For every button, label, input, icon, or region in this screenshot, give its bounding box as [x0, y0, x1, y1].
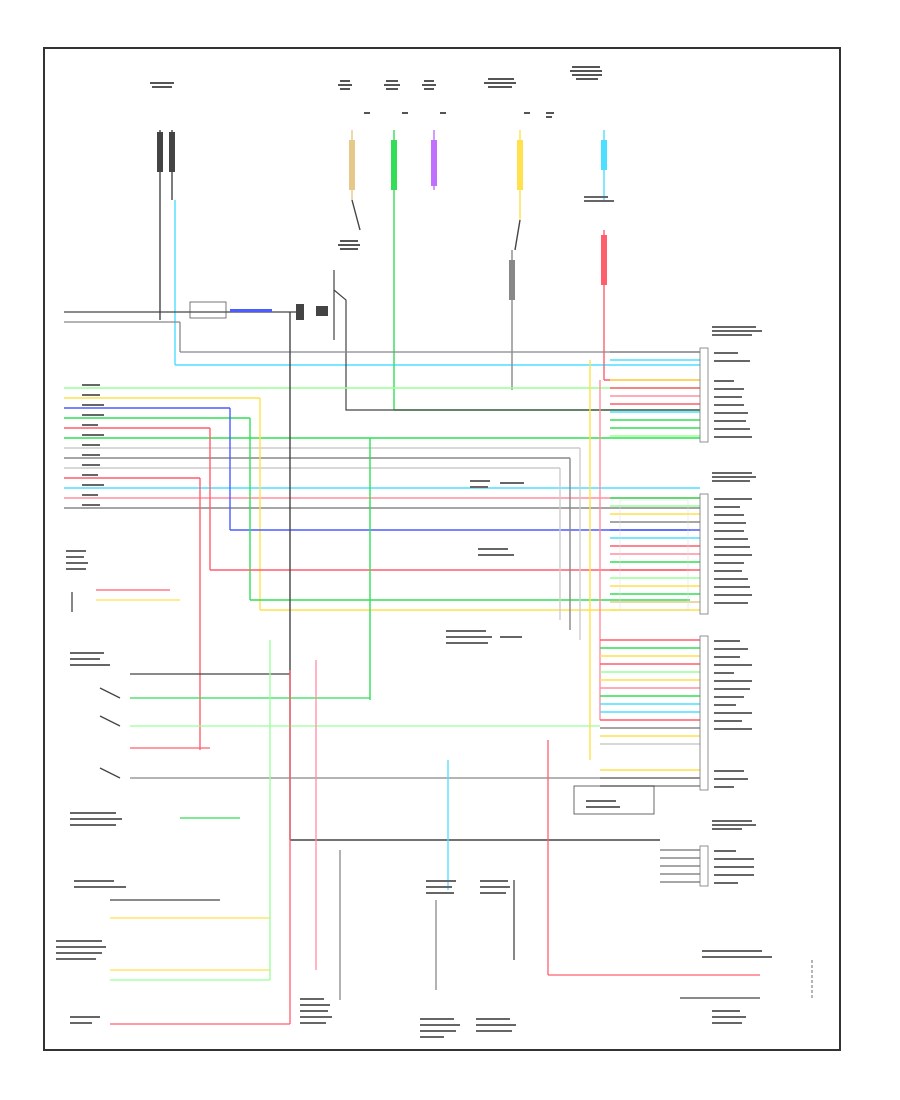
center-switch-label	[338, 240, 360, 250]
top-component-labels	[150, 66, 602, 118]
top-left-wire-pair	[159, 130, 700, 366]
right-small-box	[573, 785, 655, 815]
left-harness-labels	[82, 384, 104, 506]
harness-risers	[199, 312, 690, 841]
fuel-pump-wires	[71, 589, 180, 612]
center-top-drops	[351, 130, 700, 411]
lower-left-component-1	[70, 812, 240, 826]
center-switch	[333, 270, 700, 411]
top-left-connector	[157, 132, 175, 172]
left-top-connector-body	[189, 301, 328, 320]
lower-left-component-3	[56, 940, 270, 981]
bottom-sensors	[315, 660, 760, 1000]
lower-left-component-4	[70, 640, 291, 1025]
engine-sensor-block	[70, 652, 700, 779]
diagram-frame	[43, 47, 841, 1051]
right-connector-b	[610, 472, 756, 615]
bottom-right-component	[680, 950, 813, 1024]
lower-left-component-2	[74, 880, 270, 919]
right-connector-d	[660, 820, 756, 887]
right-connector-c	[600, 635, 752, 791]
right-connector-a	[610, 326, 762, 443]
middle-labels	[446, 196, 620, 808]
center-top-connectors	[349, 140, 607, 300]
fuel-pump-label	[66, 550, 88, 570]
bottom-sensor-labels	[300, 880, 516, 1038]
left-harness	[64, 387, 700, 509]
